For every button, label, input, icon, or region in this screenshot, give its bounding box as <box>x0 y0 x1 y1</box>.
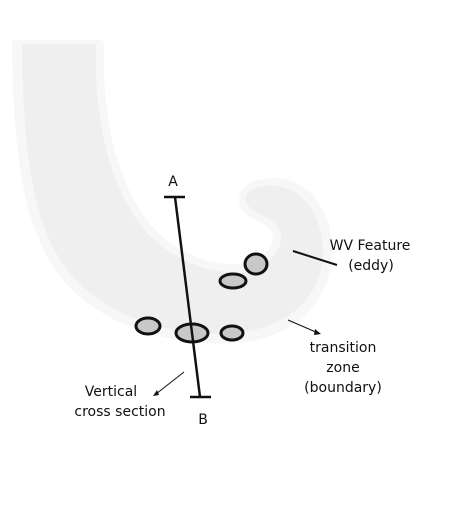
eddy-blob <box>134 316 162 336</box>
label-transition-boundary: (boundary) <box>304 380 382 396</box>
label-wv-feature-sub: (eddy) <box>348 258 394 274</box>
moisture-plume <box>12 40 333 344</box>
vertical-pointer <box>155 371 185 395</box>
cross-section-line <box>164 195 211 399</box>
label-cross-section: cross section <box>74 404 165 420</box>
wv-feature-pointer <box>292 250 338 266</box>
pointers <box>153 250 338 396</box>
vertical-arrowhead <box>153 390 159 396</box>
label-point-a: A <box>168 174 178 190</box>
plume-body <box>22 44 324 334</box>
eddy-blob <box>218 272 248 290</box>
label-point-b: B <box>198 412 208 428</box>
section-line-ab <box>173 196 202 398</box>
label-wv-feature: WV Feature <box>330 238 411 254</box>
eddy-blob <box>219 324 245 342</box>
transition-arrowhead <box>314 329 321 335</box>
label-vertical: Vertical <box>85 384 137 400</box>
labels: A B WV Feature (eddy) transition zone (b… <box>74 174 410 428</box>
transition-pointer <box>287 319 319 334</box>
label-transition: transition <box>310 340 377 356</box>
eddy-blob <box>243 252 269 276</box>
label-transition-zone: zone <box>326 360 359 376</box>
